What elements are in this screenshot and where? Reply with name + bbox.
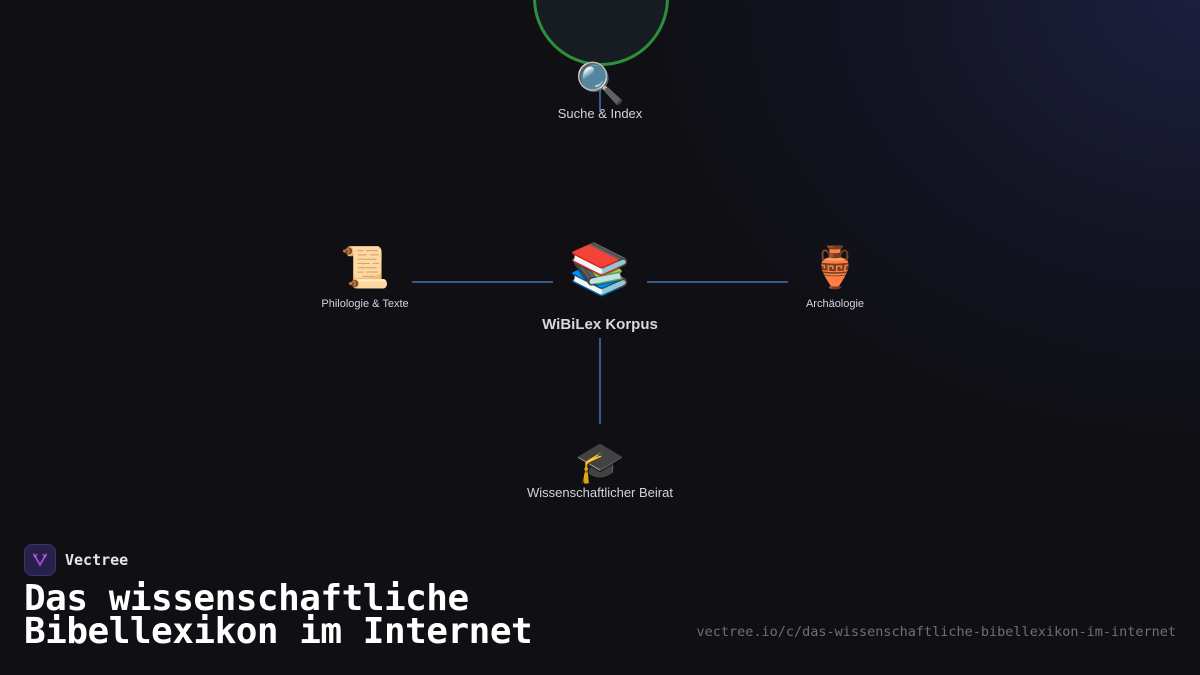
node-label: Wissenschaftlicher Beirat [527, 485, 673, 500]
tree-fork-icon [32, 553, 48, 566]
edge-center-left [412, 281, 553, 283]
title-line-2: Bibellexikon im Internet [24, 611, 533, 652]
edge-center-bottom [599, 338, 601, 424]
node-label: WiBiLex Korpus [542, 316, 658, 333]
scroll-icon: 📜 [340, 246, 390, 290]
selection-highlight-ring[interactable] [533, 0, 669, 66]
node-wibilex-korpus[interactable]: 📚 WiBiLex Korpus [542, 244, 658, 333]
edge-center-top [599, 88, 601, 112]
node-label: Philologie & Texte [321, 298, 409, 310]
node-philologie-texte[interactable]: 📜 Philologie & Texte [321, 248, 408, 310]
brand-name: Vectree [65, 551, 129, 569]
node-label: Archäologie [805, 298, 865, 310]
magnifying-glass-icon: 🔍 [575, 62, 625, 106]
page-title: Das wissenschaftliche Bibellexikon im In… [24, 578, 533, 652]
vectree-logo-icon [24, 544, 56, 576]
graduation-cap-icon: 🎓 [575, 441, 625, 485]
node-wissenschaftlicher-beirat[interactable]: 🎓 Wissenschaftlicher Beirat [527, 443, 673, 500]
node-archaeologie[interactable]: 🏺 Archäologie [806, 248, 864, 310]
amphora-icon: 🏺 [810, 246, 860, 290]
page-url[interactable]: vectree.io/c/das-wissenschaftliche-bibel… [696, 624, 1176, 640]
books-icon: 📚 [568, 241, 632, 297]
title-line-1: Das wissenschaftliche [24, 578, 469, 619]
node-label: Suche & Index [557, 106, 643, 121]
brand[interactable]: Vectree [24, 544, 128, 576]
edge-center-right [647, 281, 788, 283]
node-suche-index[interactable]: 🔍 Suche & Index [558, 64, 643, 121]
